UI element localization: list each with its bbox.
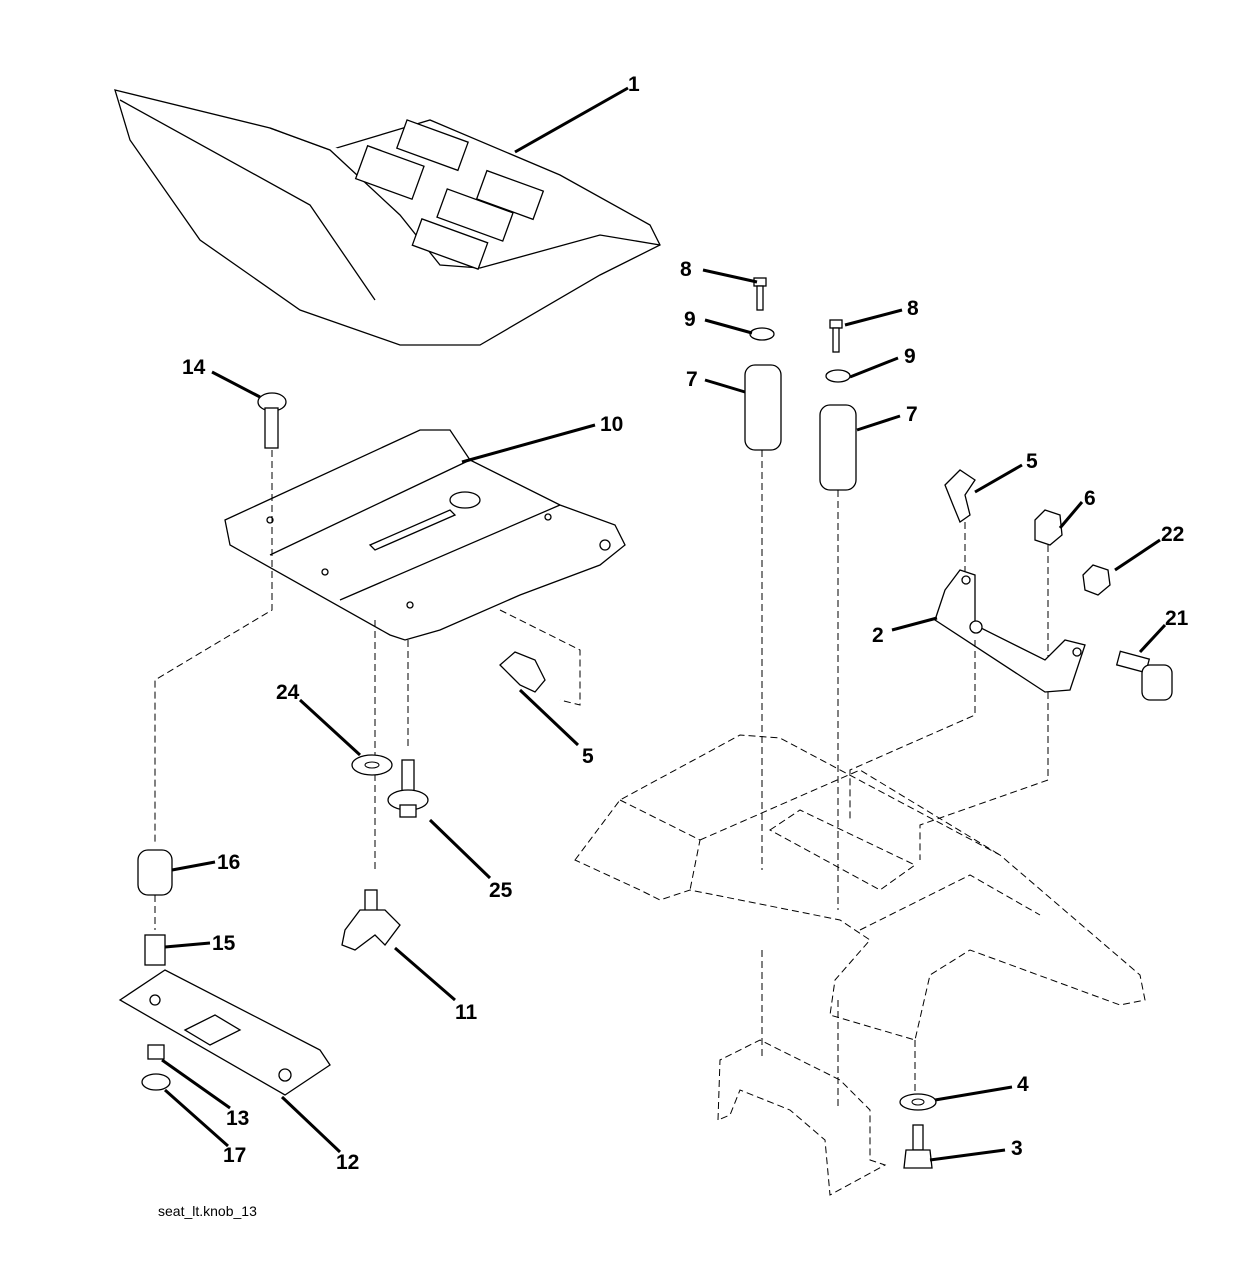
leader-lines: [161, 86, 1167, 1162]
spring-and-spacer: [137, 849, 173, 966]
callout-9: 9: [904, 345, 916, 368]
callout-5: 5: [1026, 450, 1038, 473]
seat: [114, 89, 661, 346]
callout-7: 7: [906, 403, 918, 426]
callout-24: 24: [276, 681, 300, 704]
callout-6: 6: [1084, 487, 1096, 510]
callout-13: 13: [226, 1107, 249, 1130]
callout-8: 8: [907, 297, 919, 320]
callout-16: 16: [217, 851, 240, 874]
callout-2: 2: [872, 624, 884, 647]
clip: [499, 651, 546, 693]
callout-11: 11: [455, 1001, 478, 1024]
callout-5: 5: [582, 745, 594, 768]
callout-17: 17: [223, 1144, 246, 1167]
figure-caption: seat_lt.knob_13: [158, 1203, 257, 1219]
callout-9: 9: [684, 308, 696, 331]
left-assembly-lines: [154, 450, 581, 930]
callout-14: 14: [182, 356, 206, 379]
nut-and-washer: [141, 1044, 171, 1091]
washer-and-bolt: [899, 1093, 937, 1169]
callout-25: 25: [489, 879, 513, 902]
callout-22: 22: [1161, 523, 1184, 546]
carriage-bolt: [257, 392, 287, 449]
fender-outline: [574, 640, 1146, 1196]
callout-3: 3: [1011, 1137, 1023, 1160]
callout-7: 7: [686, 368, 698, 391]
slide-plate: [118, 969, 331, 1096]
callout-15: 15: [212, 932, 236, 955]
callout-10: 10: [600, 413, 623, 436]
right-bracket-parts: [934, 469, 1173, 701]
callout-4: 4: [1017, 1073, 1029, 1096]
callout-8: 8: [680, 258, 692, 281]
callout-21: 21: [1165, 607, 1189, 630]
spring-assembly-left: [744, 277, 782, 870]
washer-and-flange-bolt: [351, 754, 429, 818]
callout-1: 1: [628, 73, 640, 96]
knob: [341, 889, 401, 951]
spring-assembly-right: [819, 319, 857, 910]
callout-12: 12: [336, 1151, 359, 1174]
seat-pan: [224, 429, 626, 641]
